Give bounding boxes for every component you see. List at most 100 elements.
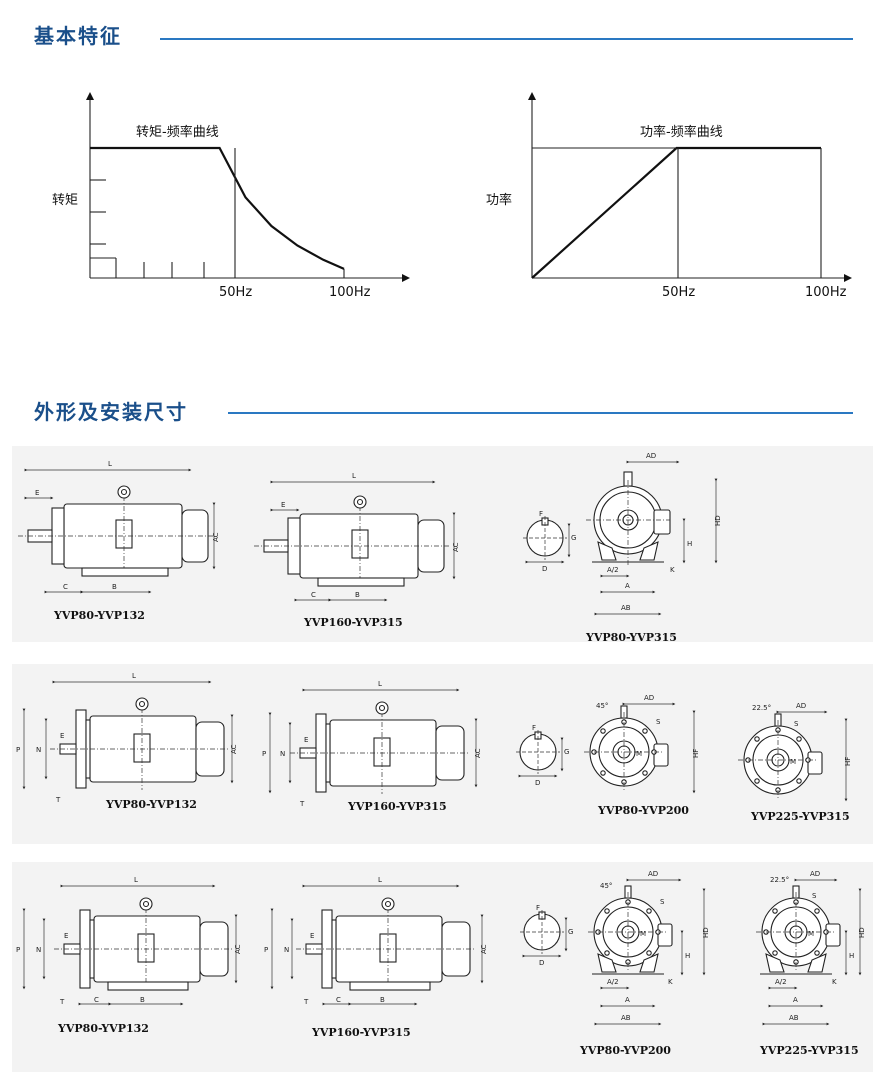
svg-text:L: L [378, 876, 382, 884]
svg-text:C: C [311, 591, 316, 599]
svg-text:L: L [378, 680, 382, 688]
svg-text:F: F [532, 724, 536, 732]
svg-text:K: K [668, 978, 673, 986]
chart-y-arrow [86, 92, 94, 100]
svg-text:D: D [535, 779, 540, 787]
drawing-r2c4: 22.5° S M AD HF [737, 702, 852, 802]
svg-text:HF: HF [692, 749, 700, 758]
svg-text:T: T [303, 998, 309, 1006]
svg-text:E: E [310, 932, 314, 940]
svg-text:A: A [793, 996, 798, 1004]
svg-text:E: E [281, 501, 285, 509]
svg-text:S: S [812, 892, 817, 900]
svg-text:D: D [539, 959, 544, 967]
drawing-r2c3: 45° S M AD HF [583, 694, 700, 794]
svg-text:D: D [542, 565, 547, 573]
svg-text:22.5°: 22.5° [770, 876, 789, 884]
svg-text:AD: AD [810, 870, 820, 878]
svg-text:A: A [625, 582, 630, 590]
svg-text:AC: AC [452, 542, 460, 552]
section-rule-dimensions [228, 412, 853, 414]
svg-text:N: N [280, 750, 285, 758]
label-L: L [108, 460, 112, 468]
caption-r2c3: YVP80-YVP200 [598, 804, 689, 817]
caption-r3c3: YVP80-YVP200 [580, 1044, 671, 1057]
svg-text:C: C [94, 996, 99, 1004]
svg-text:A/2: A/2 [607, 566, 619, 574]
svg-text:P: P [262, 750, 266, 758]
drawing-r2c2: L P N E T AC [262, 680, 482, 808]
caption-r2c2: YVP160-YVP315 [348, 800, 447, 813]
svg-text:C: C [336, 996, 341, 1004]
svg-text:N: N [284, 946, 289, 954]
svg-text:P: P [16, 946, 20, 954]
caption-r1c2: YVP160-YVP315 [304, 616, 403, 629]
svg-text:AC: AC [480, 944, 488, 954]
svg-text:B: B [112, 583, 117, 591]
series-line-torque [90, 146, 345, 270]
svg-text:AD: AD [644, 694, 654, 702]
svg-text:S: S [656, 718, 661, 726]
chart-ylabel: 转矩 [52, 193, 78, 208]
drawing-r3c3: 45° S M AD HD H A/2 K A AB [587, 870, 710, 1026]
svg-text:AD: AD [646, 452, 656, 460]
svg-text:E: E [64, 932, 68, 940]
svg-text:E: E [304, 736, 308, 744]
svg-text:22.5°: 22.5° [752, 704, 771, 712]
caption-r3c1: YVP80-YVP132 [58, 1022, 149, 1035]
svg-text:N: N [36, 746, 41, 754]
svg-text:H: H [687, 540, 692, 548]
svg-text:G: G [564, 748, 569, 756]
svg-text:H: H [685, 952, 690, 960]
svg-text:M: M [808, 930, 814, 938]
svg-text:K: K [670, 566, 675, 574]
svg-text:L: L [132, 672, 136, 680]
svg-text:N: N [36, 946, 41, 954]
svg-text:AD: AD [648, 870, 658, 878]
svg-text:A/2: A/2 [775, 978, 787, 986]
caption-r2c1: YVP80-YVP132 [106, 798, 197, 811]
svg-text:AC: AC [212, 532, 220, 542]
svg-text:45°: 45° [596, 702, 608, 710]
svg-text:A/2: A/2 [607, 978, 619, 986]
svg-text:E: E [60, 732, 64, 740]
drawing-r3c1: L P N E T C B AC [16, 876, 242, 1006]
svg-text:L: L [352, 472, 356, 480]
svg-text:E: E [35, 489, 39, 497]
svg-text:C: C [63, 583, 68, 591]
caption-r3c2: YVP160-YVP315 [312, 1026, 411, 1039]
chart-title: 功率-频率曲线 [640, 124, 723, 140]
svg-text:T: T [55, 796, 61, 804]
svg-text:HF: HF [844, 757, 852, 766]
svg-text:A: A [625, 996, 630, 1004]
drawing-r1c3: F G D [523, 510, 576, 573]
x-tick-label: 50Hz [662, 285, 695, 300]
svg-text:AB: AB [621, 604, 631, 612]
x-tick-label: 100Hz [329, 285, 371, 300]
drawing-r3c3-shaft: F G D [520, 904, 573, 967]
caption-r1c3: YVP80-YVP315 [586, 631, 677, 644]
svg-text:B: B [380, 996, 385, 1004]
svg-text:G: G [571, 534, 576, 542]
caption-r3c4: YVP225-YVP315 [760, 1044, 859, 1057]
svg-text:F: F [539, 510, 543, 518]
caption-r1c1: YVP80-YVP132 [54, 609, 145, 622]
svg-text:HD: HD [714, 515, 722, 526]
chart-ylabel: 功率 [486, 192, 512, 208]
svg-text:B: B [355, 591, 360, 599]
svg-text:L: L [134, 876, 138, 884]
svg-text:M: M [640, 930, 646, 938]
caption-r2c4: YVP225-YVP315 [751, 810, 850, 823]
x-tick-label: 100Hz [805, 285, 847, 300]
drawing-r1c3-end: AD HD H A/2 K A AB [585, 452, 722, 616]
drawing-r2c3-shaft: F G D [516, 724, 569, 787]
svg-text:HD: HD [702, 927, 710, 938]
svg-text:S: S [660, 898, 665, 906]
svg-text:AC: AC [234, 944, 242, 954]
chart-title: 转矩-频率曲线 [136, 124, 219, 140]
section-rule-features [160, 38, 853, 40]
svg-text:HD: HD [858, 927, 866, 938]
svg-text:B: B [140, 996, 145, 1004]
